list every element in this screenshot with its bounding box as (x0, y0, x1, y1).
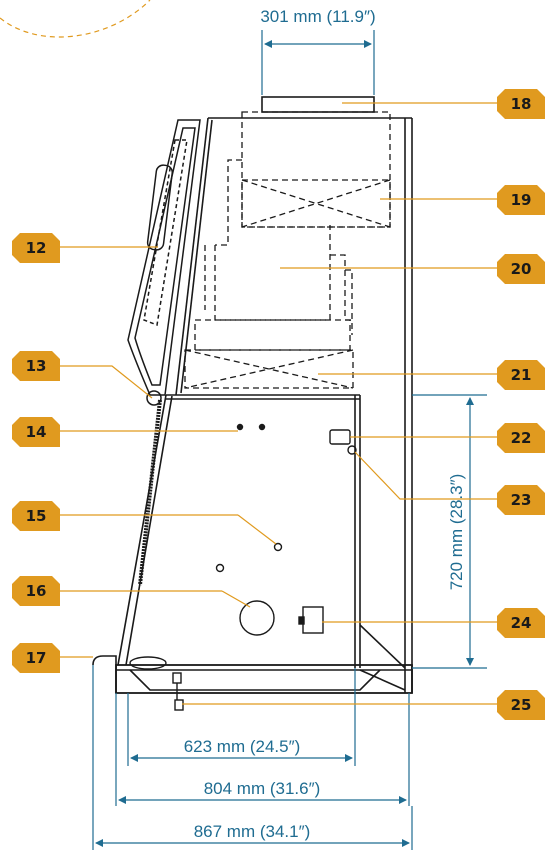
callout-12: 12 (12, 233, 60, 263)
sash-rail (138, 399, 162, 586)
callout-23: 23 (497, 485, 545, 515)
svg-text:13: 13 (26, 357, 47, 375)
svg-text:19: 19 (511, 191, 532, 209)
svg-text:24: 24 (511, 614, 532, 632)
cabinet-body (92, 117, 413, 694)
interior-parts (129, 423, 357, 711)
callout-16: 16 (12, 576, 60, 606)
callout-21: 21 (497, 360, 545, 390)
svg-text:20: 20 (511, 260, 532, 278)
dim-overall-depth: 867 mm (34.1″) (194, 822, 311, 841)
callout-17: 17 (12, 643, 60, 673)
svg-text:15: 15 (26, 507, 47, 525)
dimension-lines (92, 30, 487, 850)
svg-text:14: 14 (26, 423, 47, 441)
callout-22: 22 (497, 423, 545, 453)
callout-13: 13 (12, 351, 60, 381)
svg-text:16: 16 (26, 582, 47, 600)
svg-text:12: 12 (26, 239, 47, 257)
svg-text:25: 25 (511, 696, 532, 714)
dim-work-height: 720 mm (28.3″) (447, 474, 466, 591)
callout-20: 20 (497, 254, 545, 284)
filter-stack (184, 96, 391, 389)
front-sash (127, 119, 201, 406)
decorative-dashed-arc (0, 0, 151, 38)
svg-text:17: 17 (26, 649, 47, 667)
callout-15: 15 (12, 501, 60, 531)
callout-25: 25 (497, 690, 545, 720)
dim-cabinet-depth: 804 mm (31.6″) (204, 779, 321, 798)
callout-19: 19 (497, 185, 545, 215)
callout-14: 14 (12, 417, 60, 447)
svg-text:23: 23 (511, 491, 532, 509)
leader-lines (60, 102, 497, 705)
svg-text:18: 18 (511, 95, 532, 113)
callout-24: 24 (497, 608, 545, 638)
dim-interior-depth: 623 mm (24.5″) (184, 737, 301, 756)
callout-18: 18 (497, 89, 545, 119)
svg-text:22: 22 (511, 429, 532, 447)
dim-duct-width: 301 mm (11.9″) (260, 7, 375, 26)
svg-text:21: 21 (511, 366, 532, 384)
